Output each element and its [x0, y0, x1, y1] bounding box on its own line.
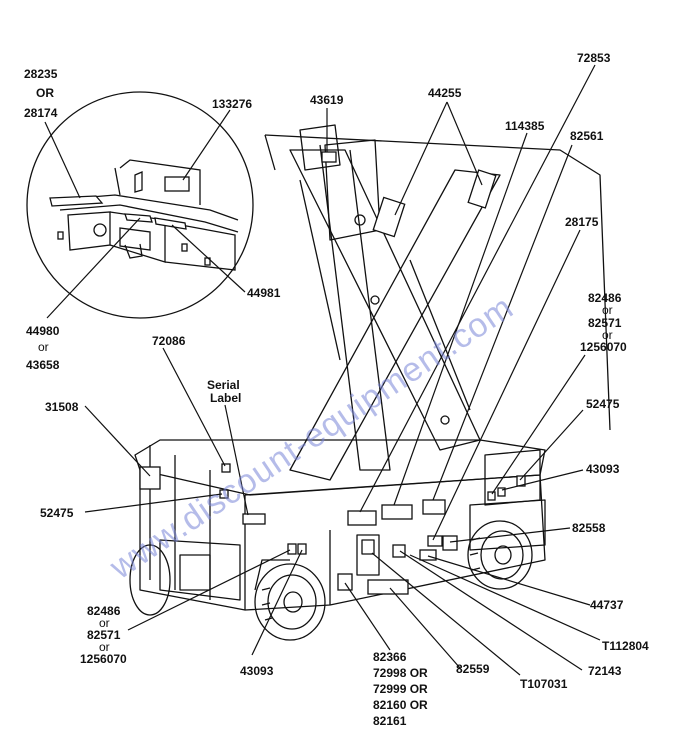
decal-44255-b: [467, 169, 497, 209]
callout-T107031: T107031: [520, 677, 568, 691]
decal-72143: [392, 544, 406, 558]
leader-lines: [44, 64, 601, 676]
detail-decal-133276: [164, 176, 190, 192]
rear-left-wheel: [129, 544, 171, 616]
callout-82486-right: 82486: [588, 291, 622, 305]
callout-82366: 72998 OR: [373, 666, 428, 680]
callout-82486-left: 82486: [87, 604, 121, 618]
callout-52475-right: 52475: [586, 397, 620, 411]
front-left-wheel: [254, 559, 326, 641]
callout-serial-label: Label: [210, 391, 241, 405]
callout-or: OR: [36, 86, 54, 100]
detail-decal-28235: [49, 195, 104, 207]
callout-44981: 44981: [247, 286, 281, 300]
callout-82366: 82161: [373, 714, 407, 728]
callout-52475-left: 52475: [40, 506, 74, 520]
callout-72143: 72143: [588, 664, 622, 678]
decal-43093-right-a: [497, 487, 506, 497]
callout-82558: 82558: [572, 521, 606, 535]
callout-labels: 28235 OR 28174 133276 43619 44255 72853 …: [24, 51, 649, 728]
decal-31508: [139, 466, 161, 490]
decal-44737: [419, 549, 437, 561]
callout-82366: 82366: [373, 650, 407, 664]
decal-82486-left: [287, 543, 297, 555]
callout-43658: 43658: [26, 358, 60, 372]
callout-82486-right: or: [602, 303, 613, 317]
callout-114385: 114385: [505, 119, 545, 133]
callout-82561: 82561: [570, 129, 604, 143]
callout-82486-right: or: [602, 328, 613, 342]
callout-82559: 82559: [456, 662, 490, 676]
callout-serial-label: Serial: [207, 378, 240, 392]
callout-82366: 72999 OR: [373, 682, 428, 696]
decal-43619: [321, 151, 337, 163]
decal-72853: [347, 510, 377, 526]
callout-82486-right: 82571: [588, 316, 622, 330]
callout-31508: 31508: [45, 400, 79, 414]
callout-43093-right: 43093: [586, 462, 620, 476]
front-right-wheel: [467, 520, 533, 590]
callout-82486-left: or: [99, 640, 110, 654]
decal-82559: [367, 579, 409, 595]
detail-inset: [26, 91, 254, 319]
decal-82558: [442, 535, 458, 551]
callout-72853: 72853: [577, 51, 611, 65]
callout-82486-left: 1256070: [80, 652, 127, 666]
decal-82366: [337, 573, 353, 591]
decal-52475-right: [516, 475, 526, 487]
decal-114385: [381, 504, 413, 520]
callout-82486-left: 82571: [87, 628, 121, 642]
callout-133276: 133276: [212, 97, 252, 111]
detail-decal-44981: [154, 217, 187, 230]
callout-28175: 28175: [565, 215, 599, 229]
callout-28235: 28235: [24, 67, 58, 81]
callout-44980: 44980: [26, 324, 60, 338]
decal-82486-right: [487, 491, 496, 501]
callout-T112804: T112804: [602, 639, 649, 653]
callout-44737: 44737: [590, 598, 624, 612]
callout-82486-left: or: [99, 616, 110, 630]
callout-44255: 44255: [428, 86, 462, 100]
callout-28174: 28174: [24, 106, 58, 120]
decal-serial-label: [242, 513, 266, 525]
decal-72086: [221, 463, 231, 473]
detail-decal-44980: [124, 213, 153, 223]
decal-44255-a: [372, 196, 406, 238]
detail-circle: [26, 91, 254, 319]
callout-43093-left: 43093: [240, 664, 274, 678]
decal-82561: [422, 499, 446, 515]
decal-43093-left: [297, 543, 307, 555]
decal-28175: [427, 535, 443, 547]
decal-locations: [139, 151, 526, 595]
callout-or: or: [38, 340, 49, 354]
callout-82486-right: 1256070: [580, 340, 627, 354]
callout-82366: 82160 OR: [373, 698, 428, 712]
callout-43619: 43619: [310, 93, 344, 107]
callout-72086: 72086: [152, 334, 186, 348]
